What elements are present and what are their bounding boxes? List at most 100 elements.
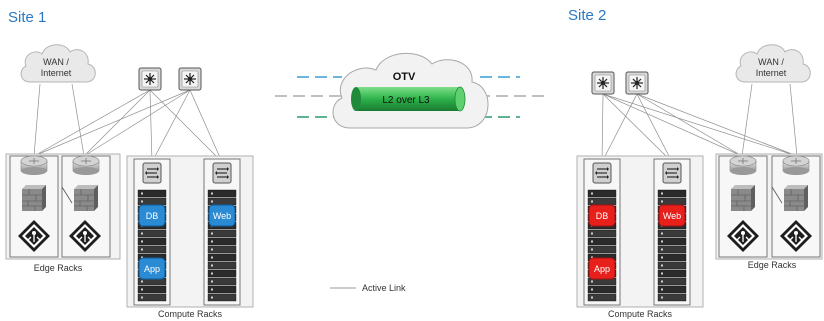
spine-switch-icon: [178, 67, 202, 91]
server-led: [661, 272, 663, 275]
server-unit: [657, 293, 687, 302]
server-unit: [657, 253, 687, 262]
server-unit: [137, 229, 167, 238]
site-1-cloud-label-line2: Internet: [41, 68, 72, 78]
server-led: [591, 192, 593, 195]
otv-tunnel-label: L2 over L3: [382, 95, 430, 106]
vm-db: DB: [138, 204, 166, 227]
server-led: [591, 248, 593, 251]
vm-web: Web: [658, 204, 686, 227]
server-led: [211, 232, 213, 235]
server-unit: [207, 253, 237, 262]
server-led: [591, 240, 593, 243]
site-1-edge-racks: Edge Racks: [5, 153, 121, 273]
otv-tunnel: L2 over L3: [351, 86, 466, 112]
server-led: [141, 288, 143, 291]
server-unit: [657, 237, 687, 246]
server-led: [661, 296, 663, 299]
svg-text:DB: DB: [596, 211, 609, 221]
server-led: [211, 192, 213, 195]
site-2-edge-label: Edge Racks: [748, 260, 797, 270]
server-unit: [207, 245, 237, 254]
server-led: [141, 240, 143, 243]
server-led: [211, 280, 213, 283]
firewall-icon: [73, 184, 99, 212]
server-unit: [207, 269, 237, 278]
server-led: [661, 192, 663, 195]
server-unit: [587, 189, 617, 198]
server-led: [211, 264, 213, 267]
server-led: [661, 288, 663, 291]
server-led: [141, 280, 143, 283]
server-unit: [657, 245, 687, 254]
server-led: [141, 248, 143, 251]
site-2-links: [601, 83, 798, 163]
server-unit: [207, 237, 237, 246]
server-unit: [657, 277, 687, 286]
server-unit: [207, 189, 237, 198]
tor-switch-icon: [142, 162, 162, 184]
server-unit: [137, 189, 167, 198]
server-led: [141, 296, 143, 299]
vm-app: App: [588, 257, 616, 280]
tor-switch-icon: [592, 162, 612, 184]
server-led: [211, 200, 213, 203]
server-unit: [587, 229, 617, 238]
server-led: [211, 240, 213, 243]
server-led: [661, 232, 663, 235]
server-unit: [207, 261, 237, 270]
server-led: [141, 200, 143, 203]
router-icon: [729, 155, 757, 176]
vm-app: App: [138, 257, 166, 280]
server-led: [211, 248, 213, 251]
server-led: [591, 232, 593, 235]
legend: Active Link: [330, 283, 406, 293]
otv-title: OTV: [393, 71, 416, 83]
server-unit: [657, 189, 687, 198]
server-unit: [137, 293, 167, 302]
server-unit: [657, 285, 687, 294]
svg-text:Web: Web: [213, 211, 231, 221]
site-1-edge-label: Edge Racks: [34, 263, 83, 273]
tor-switch-icon: [662, 162, 682, 184]
router-icon: [72, 155, 100, 176]
site-2-compute-label: Compute Racks: [608, 309, 673, 319]
site-2-edge-racks: Edge Racks: [715, 153, 823, 270]
active-link-label: Active Link: [362, 283, 406, 293]
site-1-wan-cloud: WAN / Internet: [20, 44, 96, 83]
site-1-title: Site 1: [8, 9, 46, 26]
svg-text:App: App: [144, 264, 160, 274]
site-2-wan-cloud: WAN / Internet: [735, 44, 811, 83]
server-unit: [657, 269, 687, 278]
server-unit: [207, 293, 237, 302]
server-led: [211, 288, 213, 291]
firewall-icon: [783, 184, 809, 212]
otv-interconnect: OTV L2 over L3: [275, 52, 545, 129]
server-led: [591, 288, 593, 291]
spine-switch-icon: [625, 71, 649, 95]
site-1-compute-racks: DB App Web Compute Racks: [126, 155, 254, 319]
server-led: [591, 256, 593, 259]
server-unit: [587, 293, 617, 302]
server-led: [661, 256, 663, 259]
server-led: [661, 280, 663, 283]
site-1: Site 1 WAN / Internet: [5, 9, 254, 319]
site-2-cloud-label-line2: Internet: [756, 68, 787, 78]
firewall-icon: [21, 184, 47, 212]
server-led: [661, 240, 663, 243]
server-led: [141, 232, 143, 235]
site-1-links: [33, 83, 223, 163]
server-led: [591, 200, 593, 203]
spine-switch-icon: [138, 67, 162, 91]
server-unit: [207, 229, 237, 238]
server-unit: [657, 261, 687, 270]
server-led: [591, 280, 593, 283]
site-2: Site 2 WAN / Internet: [568, 7, 823, 319]
site-2-cloud-label-line1: WAN /: [758, 57, 784, 67]
server-unit: [207, 285, 237, 294]
server-led: [141, 256, 143, 259]
tor-switch-icon: [212, 162, 232, 184]
site-1-cloud-label-line1: WAN /: [43, 57, 69, 67]
server-led: [211, 272, 213, 275]
server-led: [661, 248, 663, 251]
